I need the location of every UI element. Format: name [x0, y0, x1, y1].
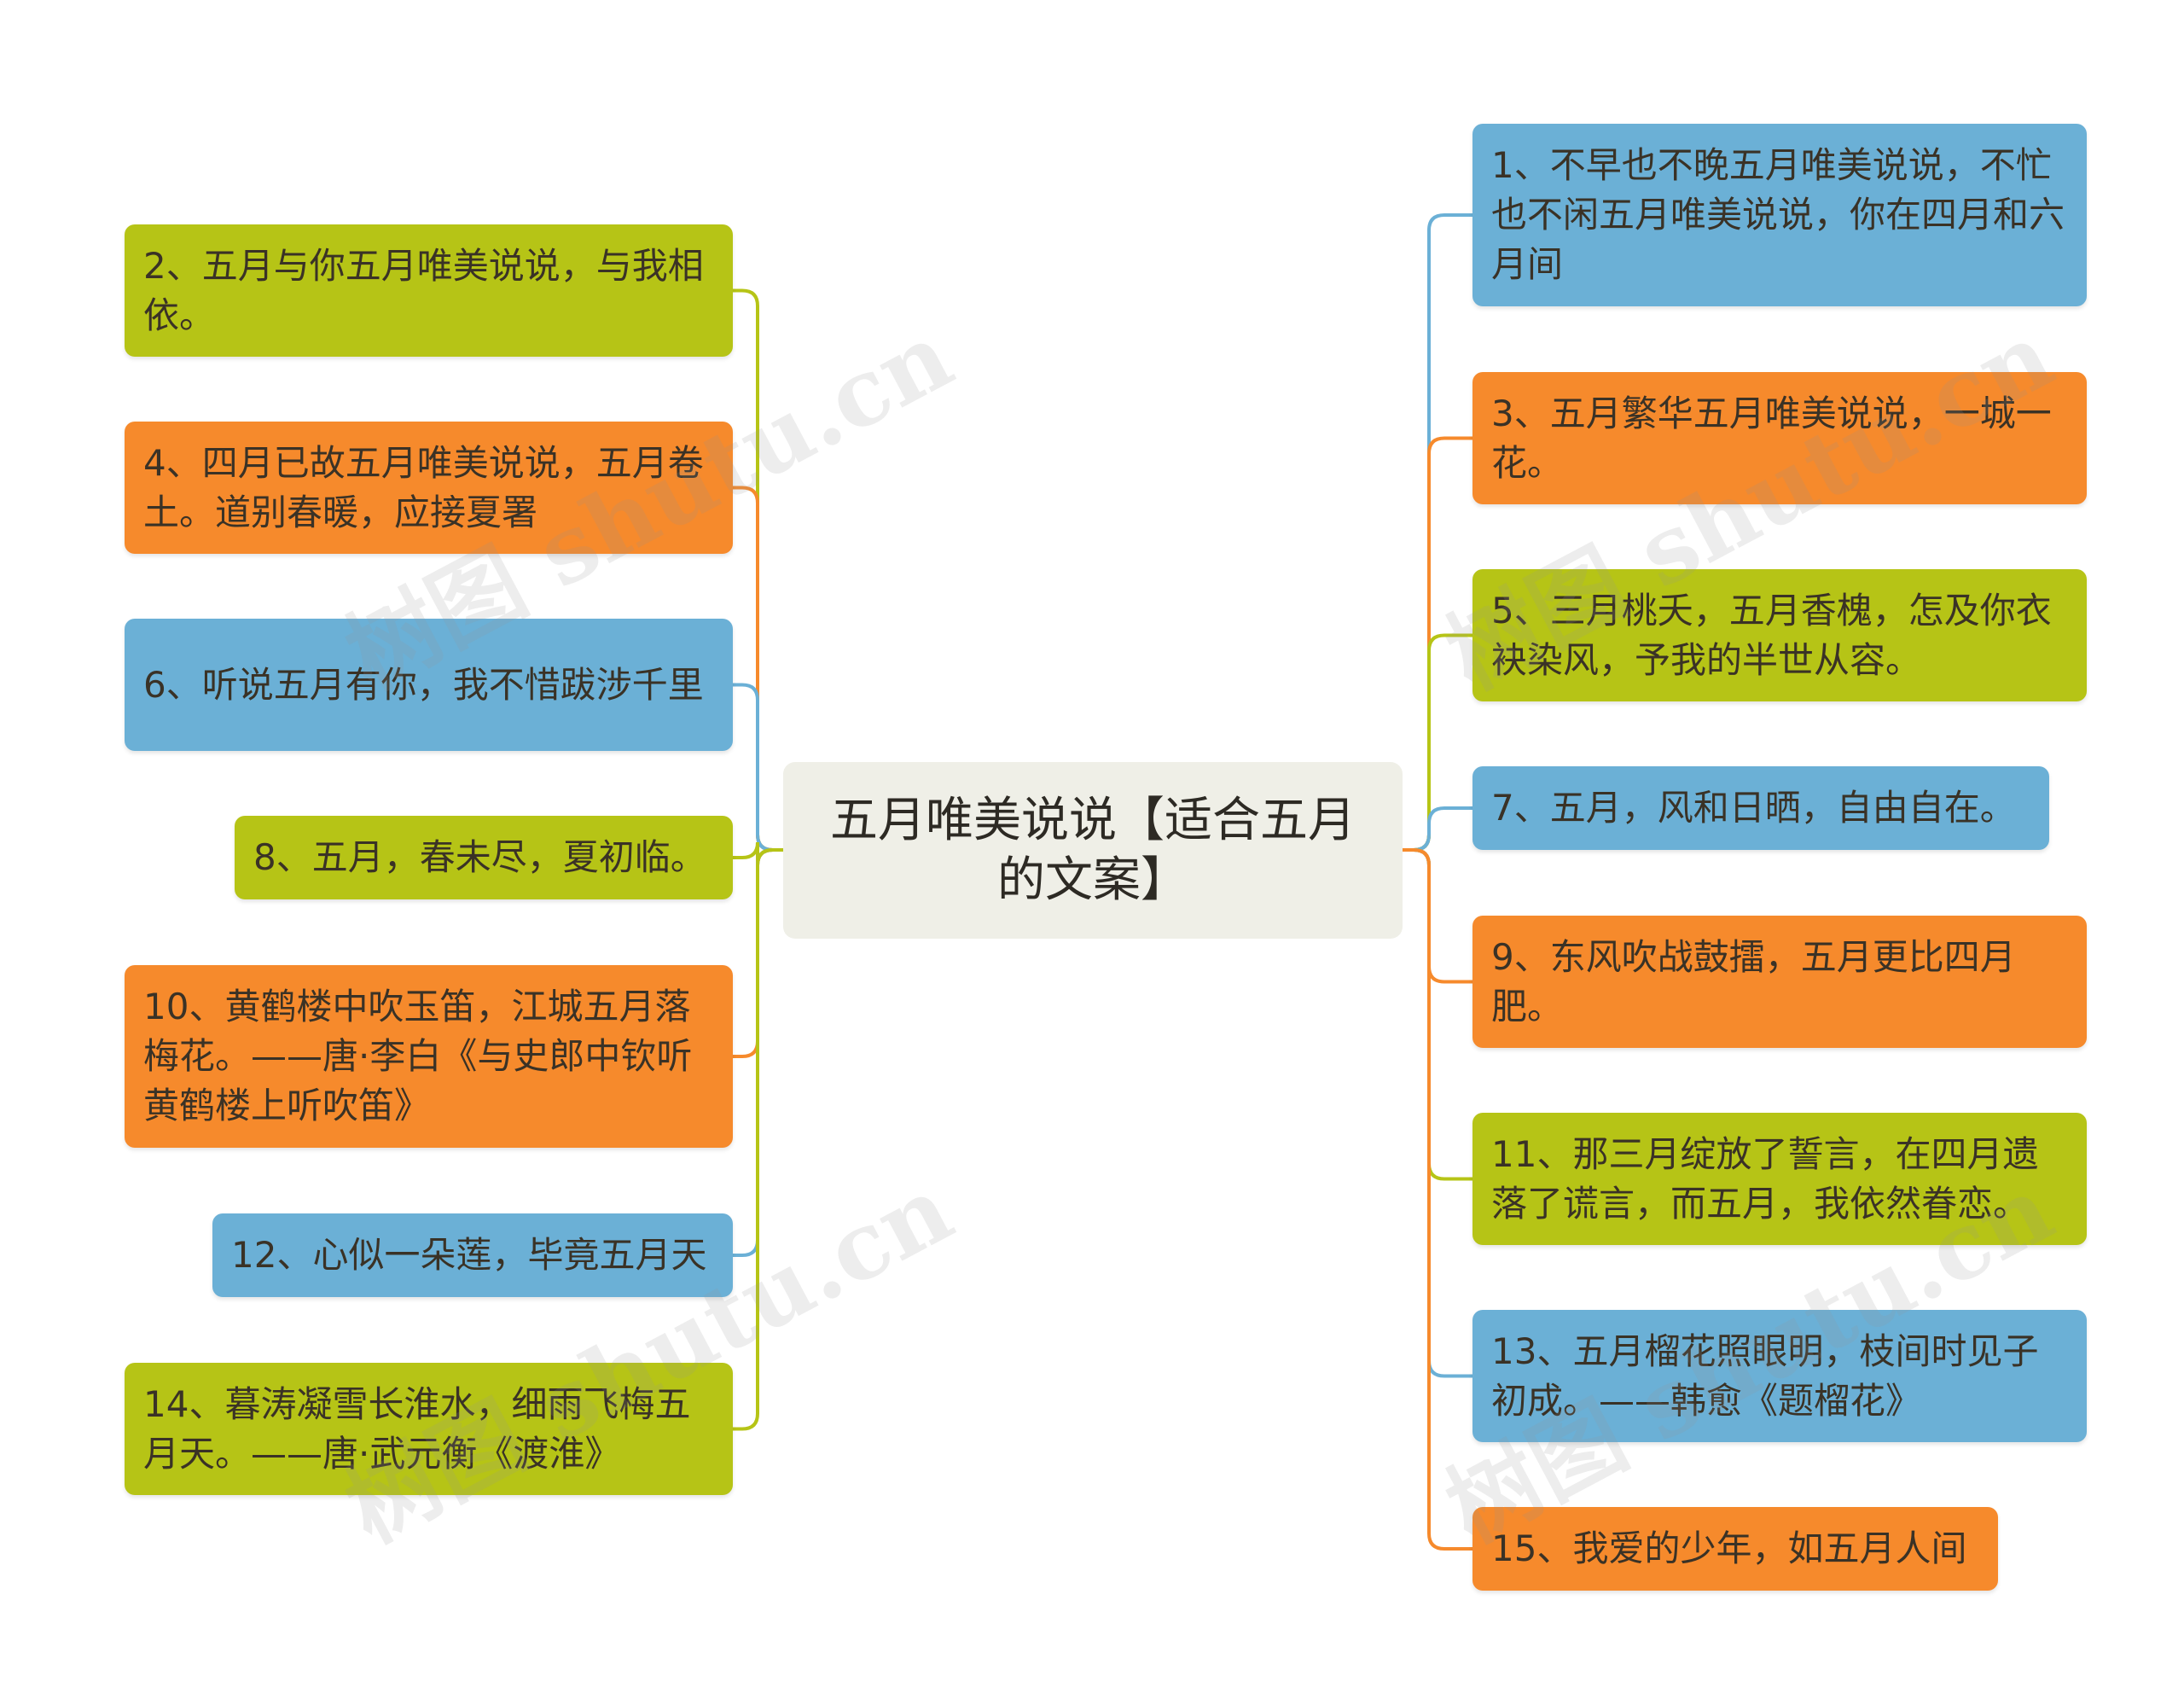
connector-n11	[1403, 848, 1472, 1181]
connector-n15	[1403, 848, 1472, 1551]
topic-1[interactable]: 1、不早也不晚五月唯美说说，不忙也不闲五月唯美说说，你在四月和六月间	[1472, 124, 2087, 306]
central-topic-label: 五月唯美说说【适合五月的文案】	[830, 792, 1356, 908]
topic-15[interactable]: 15、我爱的少年，如五月人间	[1472, 1507, 1998, 1591]
connector-n1	[1403, 213, 1472, 852]
topic-11[interactable]: 11、那三月绽放了誓言，在四月遗落了谎言，而五月，我依然眷恋。	[1472, 1113, 2087, 1245]
topic-13[interactable]: 13、五月榴花照眼明，枝间时见子初成。——韩愈《题榴花》	[1472, 1310, 2087, 1442]
topic-14[interactable]: 14、暮涛凝雪长淮水，细雨飞梅五月天。——唐·武元衡《渡淮》	[125, 1363, 733, 1495]
central-topic[interactable]: 五月唯美说说【适合五月的文案】	[783, 762, 1403, 939]
topic-6[interactable]: 6、听说五月有你，我不惜跋涉千里	[125, 619, 733, 751]
connector-n13	[1403, 848, 1472, 1378]
topic-3[interactable]: 3、五月繁华五月唯美说说，一城一花。	[1472, 372, 2087, 504]
connector-n14	[733, 848, 783, 1431]
topic-12[interactable]: 12、心似一朵莲，毕竟五月天	[212, 1213, 733, 1297]
connector-n5	[1403, 633, 1472, 852]
topic-10[interactable]: 10、黄鹤楼中吹玉笛，江城五月落梅花。——唐·李白《与史郎中钦听黄鹤楼上听吹笛》	[125, 965, 733, 1148]
topic-9[interactable]: 9、东风吹战鼓擂，五月更比四月肥。	[1472, 916, 2087, 1048]
connector-n7	[1403, 806, 1472, 852]
topic-8[interactable]: 8、五月，春未尽，夏初临。	[235, 816, 733, 899]
topic-2[interactable]: 2、五月与你五月唯美说说，与我相依。	[125, 224, 733, 357]
topic-7[interactable]: 7、五月，风和日晒，自由自在。	[1472, 766, 2049, 850]
topic-4[interactable]: 4、四月已故五月唯美说说，五月卷土。道别春暖，应接夏署	[125, 422, 733, 554]
connector-n6	[733, 683, 783, 852]
topic-5[interactable]: 5、三月桃夭，五月香槐，怎及你衣袂染风，予我的半世从容。	[1472, 569, 2087, 701]
connector-n9	[1403, 848, 1472, 984]
connector-n3	[1403, 436, 1472, 852]
